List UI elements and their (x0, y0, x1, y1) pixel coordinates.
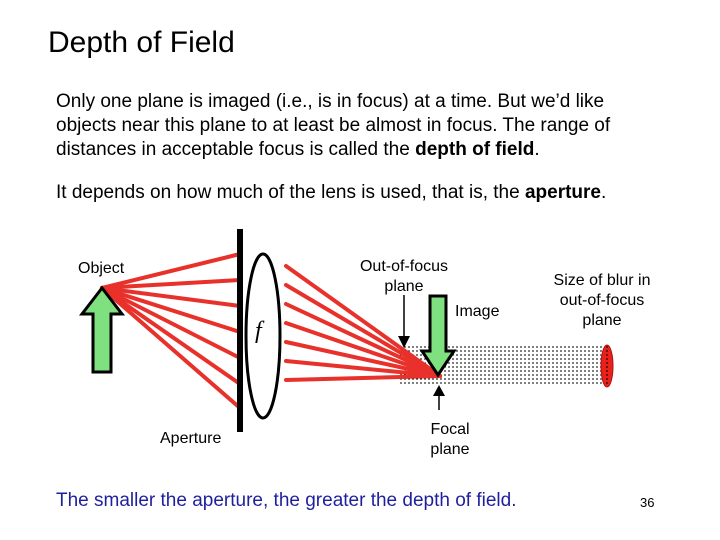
slide-title: Depth of Field (48, 26, 235, 59)
object-arrow (78, 285, 126, 374)
aperture-bar (237, 229, 243, 432)
focal-plane-label: Focal plane (430, 421, 470, 458)
aperture-term: aperture (524, 182, 601, 203)
aperture-period: . (600, 182, 607, 203)
lens (244, 252, 282, 420)
blur-size-label: Size of blur in out-of-focus plane (553, 272, 651, 329)
aperture-text: It depends on how much of the lens is us… (56, 182, 525, 203)
depth-of-field-term: depth of field (415, 139, 535, 160)
aperture-label: Aperture (160, 430, 222, 447)
page-number: 36 (640, 495, 655, 510)
footer-caption: The smaller the aperture, the greater th… (56, 490, 517, 511)
object-label: Object (78, 260, 125, 277)
intro-paragraph: Only one plane is imaged (i.e., is in fo… (56, 90, 666, 162)
focal-plane-pointer-head (433, 385, 445, 396)
out-of-focus-label: Out-of-focus plane (359, 258, 449, 295)
outgoing-rays (284, 264, 442, 382)
intro-period: . (534, 139, 540, 160)
incoming-rays (100, 252, 242, 410)
focal-length-symbol: f (255, 318, 262, 344)
aperture-paragraph: It depends on how much of the lens is us… (56, 181, 696, 205)
intro-text: Only one plane is imaged (i.e., is in fo… (56, 91, 611, 160)
out-of-focus-pointer-head (398, 336, 410, 348)
image-arrow (419, 294, 457, 378)
focal-plane-grid (400, 346, 612, 384)
image-label: Image (455, 303, 500, 320)
